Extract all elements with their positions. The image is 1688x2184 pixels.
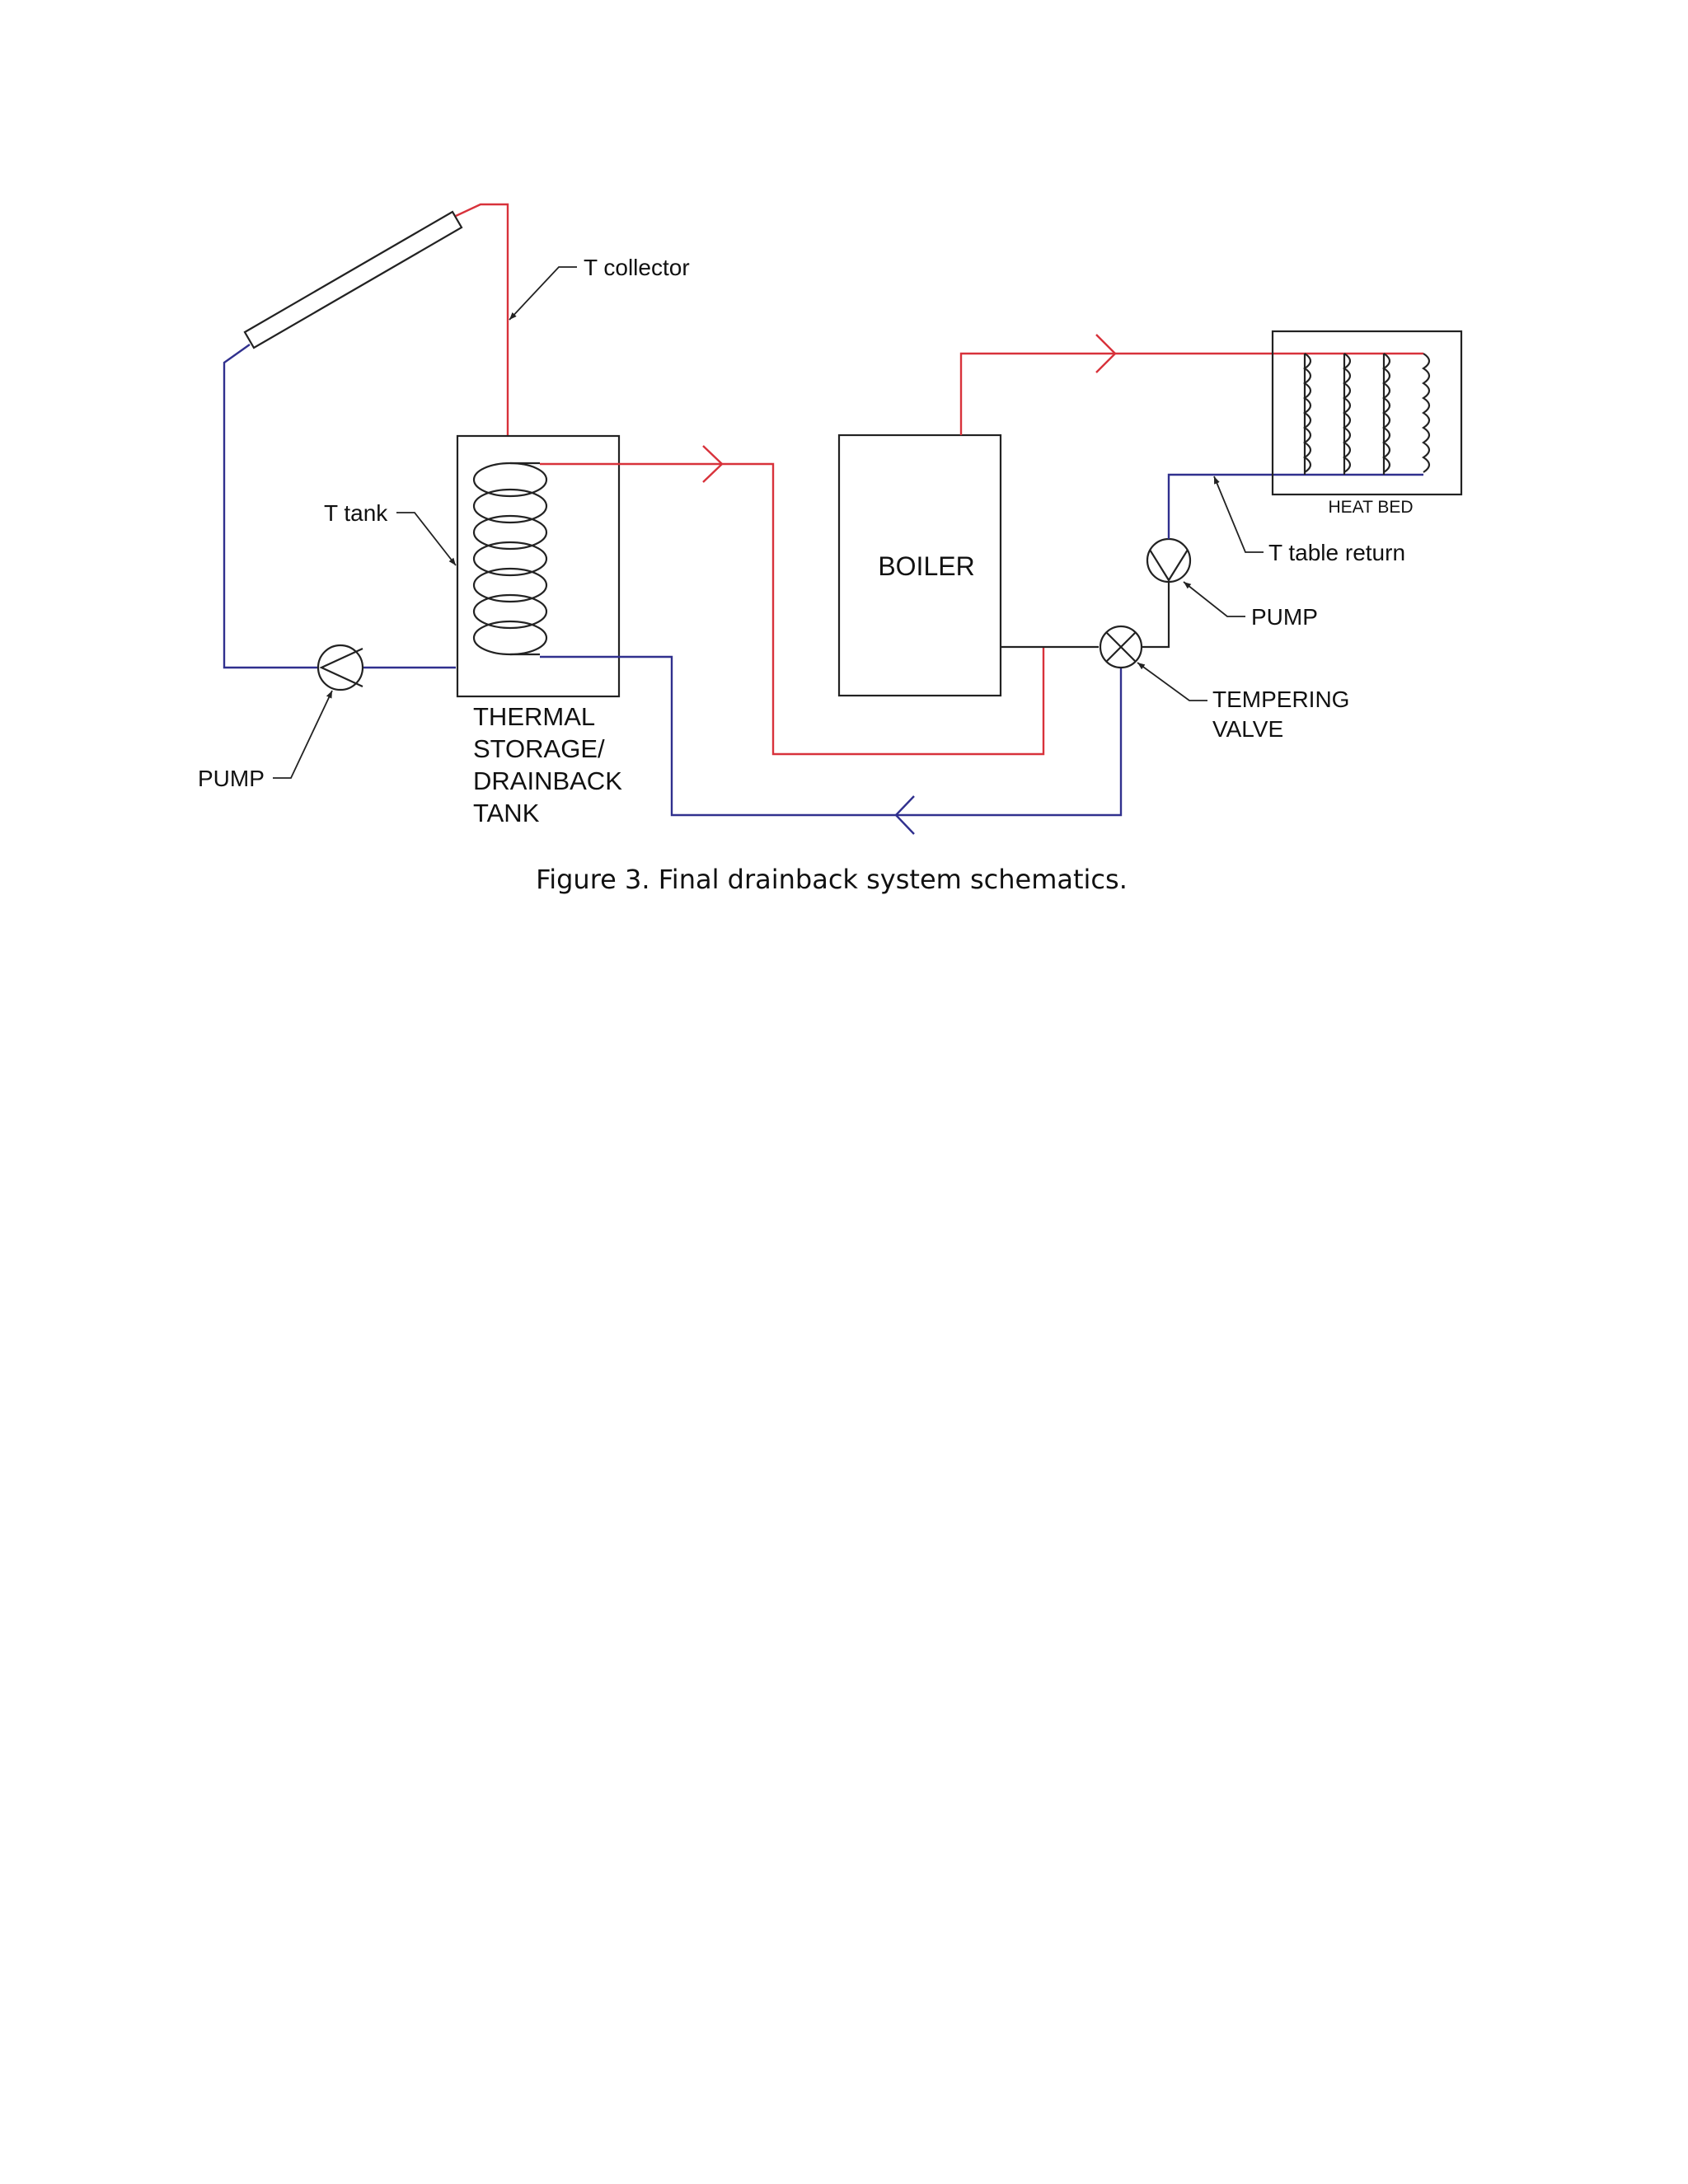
coil-return-line xyxy=(540,655,1123,817)
boiler-label: BOILER xyxy=(878,551,974,581)
tank-label-line-3: DRAINBACK xyxy=(473,766,622,795)
valve-to-pump-line xyxy=(1142,582,1170,649)
pump-left-leader xyxy=(273,690,333,779)
thermal-storage-tank xyxy=(456,434,621,698)
tank-label-line-2: STORAGE/ xyxy=(473,734,605,763)
tempering-valve-leader xyxy=(1137,662,1207,701)
tempering-label-line-2: VALVE xyxy=(1212,716,1283,742)
t-table-return-label: T table return xyxy=(1268,540,1405,565)
pump-left-label: PUMP xyxy=(198,766,265,791)
coil-supply-line xyxy=(540,462,1045,756)
heat-bed-label: HEAT BED xyxy=(1328,498,1413,517)
figure-caption: Figure 3. Final drainback system schemat… xyxy=(536,864,1128,895)
drainback-schematic: BOILER HEAT BED T collector xyxy=(198,203,1463,835)
t-collector-leader xyxy=(509,266,577,321)
tempering-valve xyxy=(1099,625,1143,669)
t-table-return-leader xyxy=(1213,476,1264,553)
solar-collector xyxy=(243,210,463,349)
collector-return-line xyxy=(223,344,318,669)
flow-arrow-boiler-supply xyxy=(1095,334,1117,373)
t-collector-label: T collector xyxy=(584,255,690,280)
collector-supply-line xyxy=(455,203,509,436)
pump-left xyxy=(316,644,364,691)
t-tank-leader xyxy=(396,512,457,566)
tank-label-line-1: THERMAL xyxy=(473,702,595,731)
boiler: BOILER xyxy=(837,434,1002,697)
boiler-supply-line xyxy=(959,352,1423,435)
pump-right-label: PUMP xyxy=(1251,604,1318,630)
tank-label-line-4: TANK xyxy=(473,799,540,827)
heat-bed: HEAT BED xyxy=(1271,330,1463,517)
flow-arrow-coil-return xyxy=(894,795,915,835)
t-tank-label: T tank xyxy=(324,500,388,526)
heat-bed-coils xyxy=(1302,353,1431,475)
flow-arrow-coil-supply xyxy=(702,445,724,483)
heat-exchanger-coil xyxy=(472,462,548,656)
tempering-label-line-1: TEMPERING xyxy=(1212,687,1349,712)
pump-right xyxy=(1146,537,1192,583)
heat-bed-return-line xyxy=(1167,473,1423,539)
pump-right-leader xyxy=(1183,581,1245,617)
